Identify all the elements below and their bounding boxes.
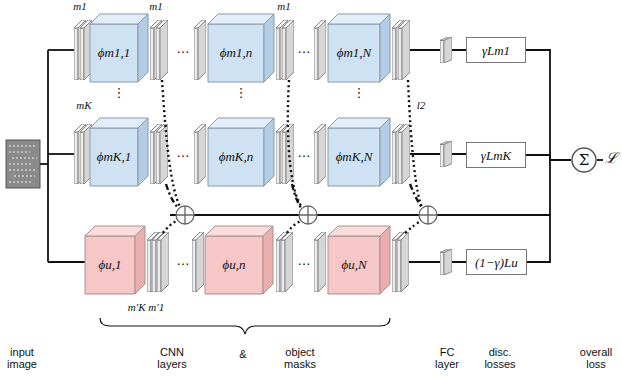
cube-face-shape bbox=[328, 118, 390, 128]
cube-face-shape bbox=[328, 24, 380, 82]
loss-connector bbox=[526, 50, 571, 160]
cube-face-shape bbox=[208, 118, 274, 128]
loss-box: γLmK bbox=[466, 142, 526, 168]
cube-face-shape bbox=[380, 226, 390, 294]
cube-face: ϕm1,N bbox=[328, 24, 380, 82]
cube-face: ϕu,1 bbox=[85, 236, 135, 294]
mask-label: m1 bbox=[148, 1, 163, 12]
circle-face: Σ bbox=[571, 147, 597, 173]
axis-caption: CNN layers bbox=[156, 346, 187, 370]
ellipsis: … bbox=[297, 254, 312, 267]
cube-face-shape bbox=[380, 118, 390, 186]
cube-face-shape bbox=[263, 226, 273, 294]
axis-caption: FC layer bbox=[434, 346, 460, 370]
conv-block: ϕu,N bbox=[328, 226, 390, 294]
block-label: ϕu,n bbox=[223, 257, 246, 273]
cube-face: ϕmK,1 bbox=[90, 128, 138, 186]
loss-connector bbox=[527, 160, 571, 262]
conv-block: ϕmK,N bbox=[328, 118, 390, 186]
axis-caption: disc. losses bbox=[483, 346, 516, 370]
conv-block: ϕm1,1 bbox=[90, 14, 148, 82]
cube-face-shape bbox=[85, 236, 135, 294]
block-label: ϕm1,1 bbox=[98, 45, 130, 61]
loss-box: γLm1 bbox=[466, 37, 526, 63]
input-image bbox=[6, 140, 40, 188]
mask-label: m1 bbox=[72, 1, 87, 12]
cube-face-shape bbox=[328, 226, 390, 236]
block-label: ϕm1,N bbox=[337, 45, 372, 61]
ellipsis: … bbox=[297, 42, 312, 55]
conv-block: ϕm1,N bbox=[328, 14, 390, 82]
cube-face: ϕmK,n bbox=[208, 128, 264, 186]
cube-face-shape bbox=[208, 128, 264, 186]
block-label: ϕm1,n bbox=[220, 45, 252, 61]
cube-face-shape bbox=[208, 24, 264, 82]
cube-face-shape bbox=[380, 14, 390, 82]
cube-face: ϕm1,1 bbox=[90, 24, 138, 82]
ellipsis: … bbox=[176, 254, 191, 267]
cube-face-shape bbox=[328, 128, 380, 186]
conv-block: ϕu,1 bbox=[85, 226, 145, 294]
ellipsis: ⋮ bbox=[234, 86, 249, 99]
conv-block: ϕm1,n bbox=[208, 14, 274, 82]
mask-label: m′K m′1 bbox=[127, 302, 165, 313]
block-label: ϕmK,1 bbox=[97, 149, 132, 165]
ellipsis: … bbox=[297, 146, 312, 159]
loss-label: γLmK bbox=[481, 148, 511, 163]
cube-face-shape bbox=[328, 14, 390, 24]
mask-curves bbox=[162, 80, 422, 233]
axis-caption: overall loss bbox=[579, 346, 613, 370]
ellipsis: … bbox=[176, 42, 191, 55]
cube-face-shape bbox=[208, 14, 274, 24]
cube-face-shape bbox=[264, 118, 274, 186]
block-label: ϕmK,n bbox=[219, 149, 254, 165]
conv-block: ϕu,n bbox=[205, 226, 273, 294]
block-label: ϕmK,N bbox=[336, 149, 373, 165]
sum-circle: Σ bbox=[571, 147, 597, 173]
ellipsis: ⋮ bbox=[112, 86, 127, 99]
loss-label: (1−γ)Lu bbox=[475, 255, 518, 270]
conv-block: ϕmK,1 bbox=[90, 118, 148, 186]
cube-face-shape bbox=[264, 14, 274, 82]
cube-face-shape bbox=[138, 14, 148, 82]
sum-symbol bbox=[176, 206, 437, 224]
axis-caption: & bbox=[238, 349, 247, 360]
block-label: ϕu,N bbox=[341, 257, 366, 273]
loss-symbol: ℒ bbox=[604, 151, 618, 166]
cube-face: ϕu,N bbox=[328, 236, 380, 294]
norm-label: l2 bbox=[416, 100, 427, 111]
cube-face-shape bbox=[138, 118, 148, 186]
brace bbox=[100, 318, 390, 334]
cube-face-shape bbox=[90, 128, 138, 186]
sum-label: Σ bbox=[579, 151, 590, 169]
cube-face-shape bbox=[135, 226, 145, 294]
cube-face-shape bbox=[205, 226, 273, 236]
cube-face: ϕm1,n bbox=[208, 24, 264, 82]
mask-label: m1 bbox=[276, 1, 291, 12]
cube-face: ϕmK,N bbox=[328, 128, 380, 186]
loss-box: (1−γ)Lu bbox=[466, 249, 527, 275]
axis-caption: object masks bbox=[283, 346, 317, 370]
mask-label: mK bbox=[75, 100, 92, 111]
sum-circle-shape bbox=[572, 148, 596, 172]
cube-face-shape bbox=[205, 236, 263, 294]
cube-face-shape bbox=[328, 236, 380, 294]
ellipsis: … bbox=[176, 146, 191, 159]
cube-face-shape bbox=[90, 24, 138, 82]
loss-label: γLm1 bbox=[482, 43, 510, 58]
cube-face: ϕu,n bbox=[205, 236, 263, 294]
conv-block: ϕmK,n bbox=[208, 118, 274, 186]
axis-caption: input image bbox=[6, 346, 38, 370]
block-label: ϕu,1 bbox=[99, 257, 122, 273]
ellipsis: ⋮ bbox=[352, 86, 367, 99]
